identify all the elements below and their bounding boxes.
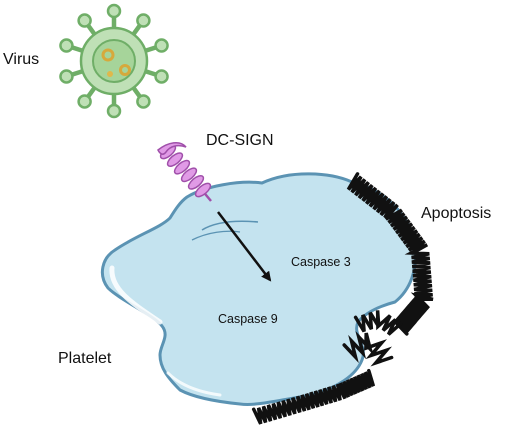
zigzag-segment bbox=[342, 330, 394, 367]
apoptosis-zigzag-edge bbox=[251, 172, 434, 425]
virus-label: Virus bbox=[3, 51, 40, 68]
caspase-9-label: Caspase 9 bbox=[218, 312, 278, 326]
apoptosis-label: Apoptosis bbox=[421, 205, 492, 222]
zigzag-segment bbox=[346, 172, 434, 336]
virus-icon bbox=[59, 3, 169, 119]
dc-sign-receptor-icon bbox=[157, 142, 212, 202]
zigzag-segment bbox=[251, 368, 376, 425]
dc-sign-label: DC-SIGN bbox=[206, 132, 274, 149]
zigzag-segment bbox=[353, 310, 403, 336]
platelet-label: Platelet bbox=[58, 350, 112, 367]
signal-arrow-icon bbox=[217, 211, 272, 282]
caspase-3-label: Caspase 3 bbox=[291, 255, 351, 269]
